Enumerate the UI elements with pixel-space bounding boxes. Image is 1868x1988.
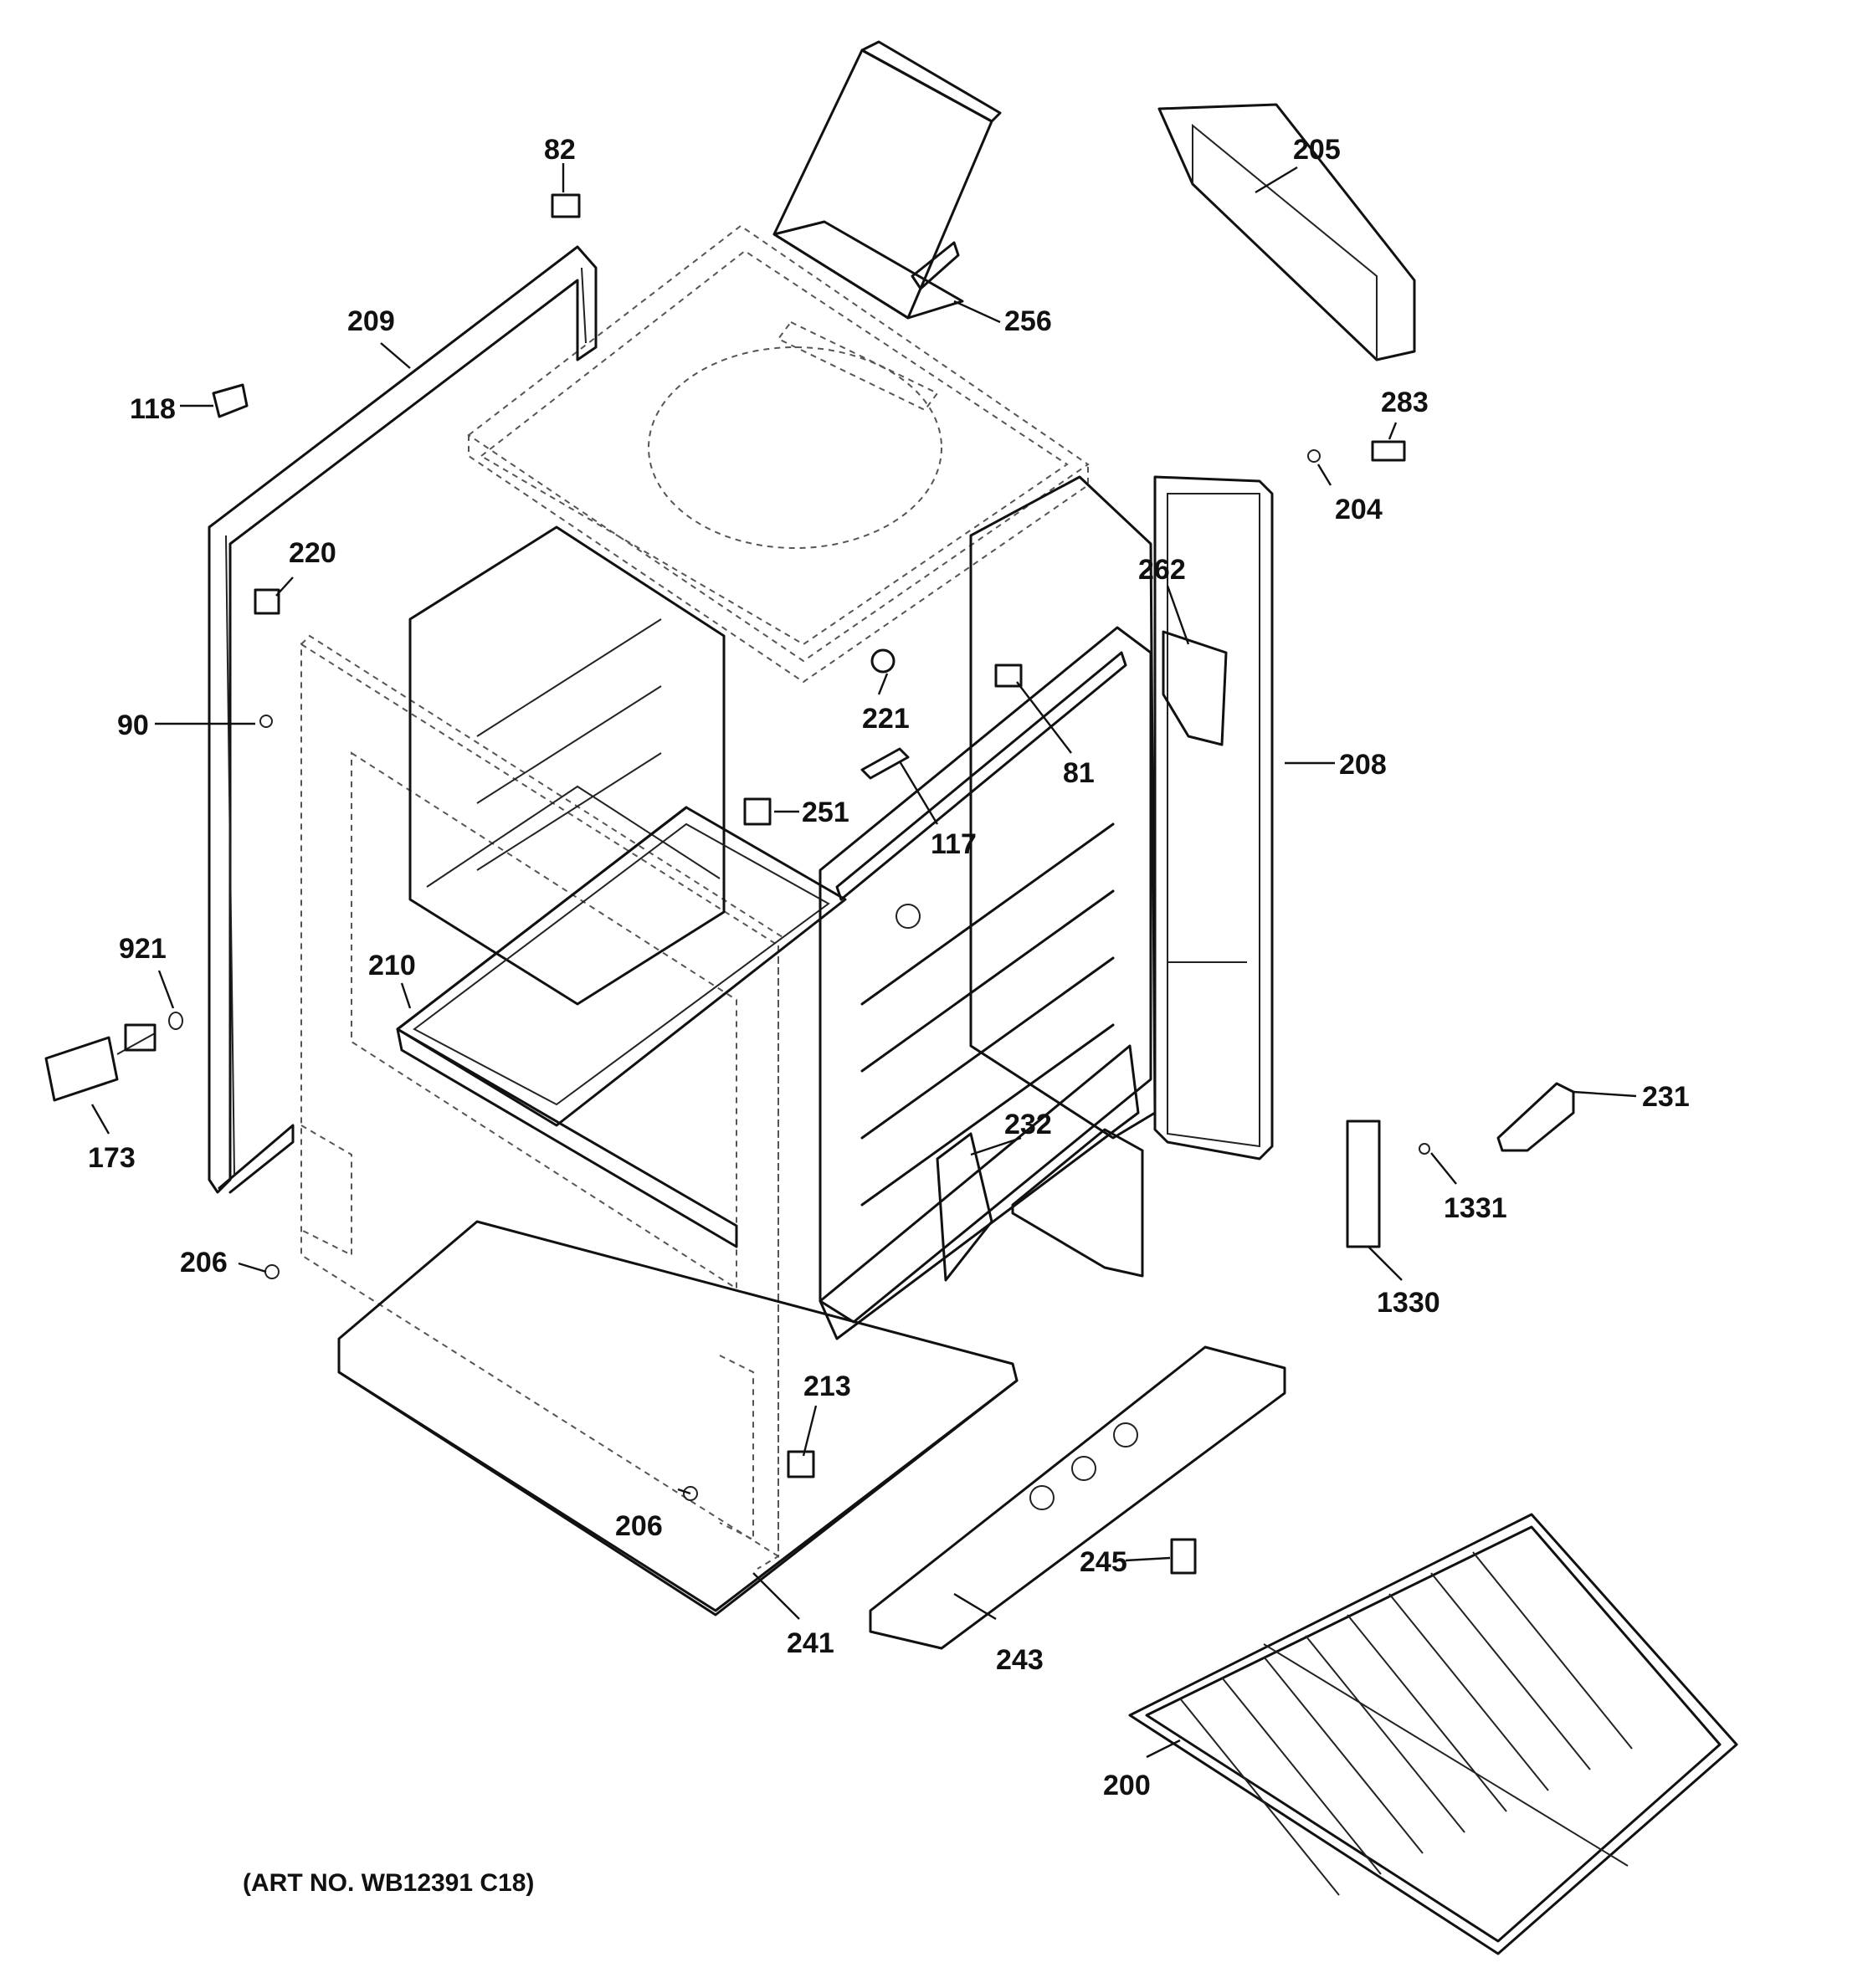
side-frame-209: [208, 245, 598, 1194]
leader-lines: [90, 163, 1637, 1759]
part-221: [870, 648, 896, 674]
callout-1331: 1331: [1444, 1192, 1507, 1224]
callout-262: 262: [1138, 554, 1186, 586]
part-118: [212, 383, 249, 418]
callout-1330: 1330: [1377, 1287, 1440, 1319]
back-wall: [969, 475, 1157, 1140]
callout-209: 209: [347, 305, 395, 337]
cooktop-panel: [467, 224, 1090, 684]
part-82: [551, 193, 581, 218]
part-210: [396, 806, 688, 1031]
oven-side-wall: [819, 626, 1152, 1340]
callout-118: 118: [130, 393, 176, 425]
callout-204: 204: [1335, 494, 1383, 525]
callout-256: 256: [1004, 305, 1052, 337]
callout-283: 283: [1381, 387, 1429, 418]
part-232: [936, 1132, 993, 1282]
callout-82: 82: [544, 134, 576, 166]
part-251: [743, 797, 772, 826]
burner-243: [869, 1345, 1286, 1650]
part-204: [1307, 449, 1321, 463]
cabinet-body: [300, 634, 783, 1570]
callout-200: 200: [1103, 1770, 1151, 1801]
callout-921: 921: [119, 933, 167, 965]
callout-81: 81: [1063, 757, 1095, 789]
callout-251: 251: [802, 797, 849, 828]
part-1331: [1419, 1143, 1430, 1155]
callout-labels: 82 209 118 220 90 921 173 206 206 210 25…: [88, 134, 1690, 1801]
part-245: [1170, 1538, 1197, 1575]
art-number: (ART NO. WB12391 C18): [243, 1869, 534, 1897]
part-205: [1157, 103, 1416, 361]
part-206a: [264, 1264, 280, 1279]
part-921: [168, 1012, 183, 1030]
callout-206-bottom: 206: [615, 1510, 663, 1542]
part-173: [44, 1023, 157, 1102]
callout-210: 210: [368, 950, 416, 981]
callout-245: 245: [1080, 1546, 1127, 1578]
rear-panel-208: [1153, 475, 1274, 1161]
callout-90: 90: [117, 710, 149, 741]
callout-205: 205: [1293, 134, 1341, 166]
callout-208: 208: [1339, 749, 1387, 781]
callout-241: 241: [787, 1627, 834, 1659]
part-90: [259, 715, 273, 728]
part-117: [860, 747, 910, 780]
callout-173: 173: [88, 1142, 136, 1174]
part-283: [1371, 440, 1406, 462]
callout-206-left: 206: [180, 1247, 228, 1278]
vent-bracket-256: [772, 40, 1002, 320]
part-213: [787, 1450, 815, 1478]
callout-221: 221: [862, 703, 910, 735]
callout-243: 243: [996, 1644, 1044, 1676]
callout-213: 213: [803, 1371, 851, 1402]
oven-liner: [396, 525, 847, 1248]
callout-117: 117: [931, 828, 977, 860]
part-220: [254, 588, 280, 615]
part-231: [1496, 1082, 1575, 1152]
part-1330: [1346, 1120, 1381, 1248]
part-262: [1162, 630, 1228, 746]
part-206b: [683, 1486, 698, 1501]
bracket-panel: [1011, 1128, 1144, 1278]
callout-231: 231: [1642, 1081, 1690, 1113]
part-81: [994, 664, 1023, 688]
oven-rack-200: [1128, 1513, 1738, 1955]
drawer-tray-241: [337, 1220, 1019, 1617]
callout-232: 232: [1004, 1109, 1052, 1140]
callout-220: 220: [289, 537, 336, 569]
